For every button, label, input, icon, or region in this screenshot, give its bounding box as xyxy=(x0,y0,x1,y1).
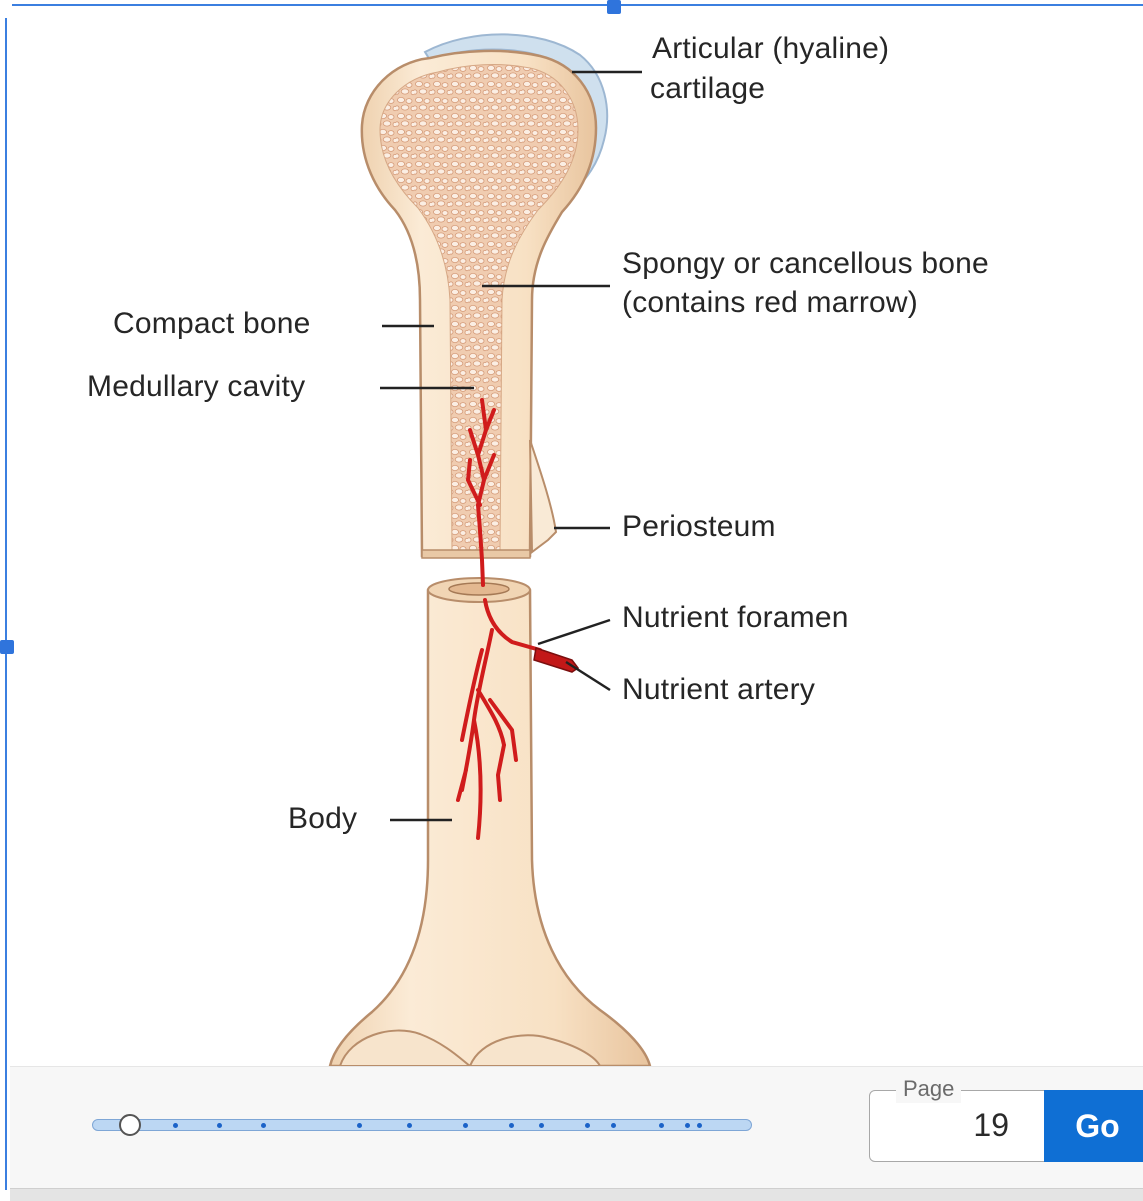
lower-bone xyxy=(328,581,652,1068)
label-articular-line2: cartilage xyxy=(650,72,766,105)
slider-tick xyxy=(357,1123,362,1128)
slider-tick xyxy=(685,1123,690,1128)
label-compact-bone: Compact bone xyxy=(113,307,311,340)
page-number-input[interactable] xyxy=(871,1096,1009,1154)
periosteum-flap xyxy=(529,439,558,554)
resize-handle-left[interactable] xyxy=(0,640,14,654)
slider-tick xyxy=(463,1123,468,1128)
bone-diagram xyxy=(10,22,1143,1068)
slider-tick xyxy=(407,1123,412,1128)
selection-frame-top xyxy=(0,0,1143,6)
leader-foramen xyxy=(537,618,611,646)
page-slider-thumb[interactable] xyxy=(119,1114,141,1136)
label-periosteum: Periosteum xyxy=(622,510,776,543)
leader-artery xyxy=(565,660,611,692)
slider-tick xyxy=(585,1123,590,1128)
spongy-bone-region xyxy=(379,64,579,553)
upper-cut-face xyxy=(421,549,531,559)
label-nutrient-artery: Nutrient artery xyxy=(622,673,816,706)
label-spongy-line2: (contains red marrow) xyxy=(622,286,918,319)
selection-frame-left xyxy=(5,18,7,1190)
label-nutrient-foramen: Nutrient foramen xyxy=(622,601,849,634)
slider-tick xyxy=(539,1123,544,1128)
slider-tick xyxy=(659,1123,664,1128)
resize-handle-top[interactable] xyxy=(607,0,621,14)
artery-upper xyxy=(465,398,496,587)
slider-tick xyxy=(261,1123,266,1128)
slider-tick xyxy=(611,1123,616,1128)
distal-condyles xyxy=(338,1029,602,1067)
window-bottom-edge xyxy=(10,1188,1143,1201)
slider-tick xyxy=(697,1123,702,1128)
label-body: Body xyxy=(288,802,358,835)
slider-tick xyxy=(173,1123,178,1128)
medullary-opening xyxy=(448,582,510,596)
slider-tick xyxy=(217,1123,222,1128)
nutrient-artery-stub xyxy=(533,647,580,673)
label-medullary-cavity: Medullary cavity xyxy=(87,370,306,403)
long-bone-illustration xyxy=(328,33,652,1068)
slider-tick xyxy=(509,1123,514,1128)
artery-lower xyxy=(456,598,542,840)
label-spongy-line1: Spongy or cancellous bone xyxy=(622,247,989,280)
label-articular-line1: Articular (hyaline) xyxy=(652,32,890,65)
go-button[interactable]: Go xyxy=(1044,1090,1143,1162)
page-slider-track[interactable] xyxy=(92,1119,752,1131)
